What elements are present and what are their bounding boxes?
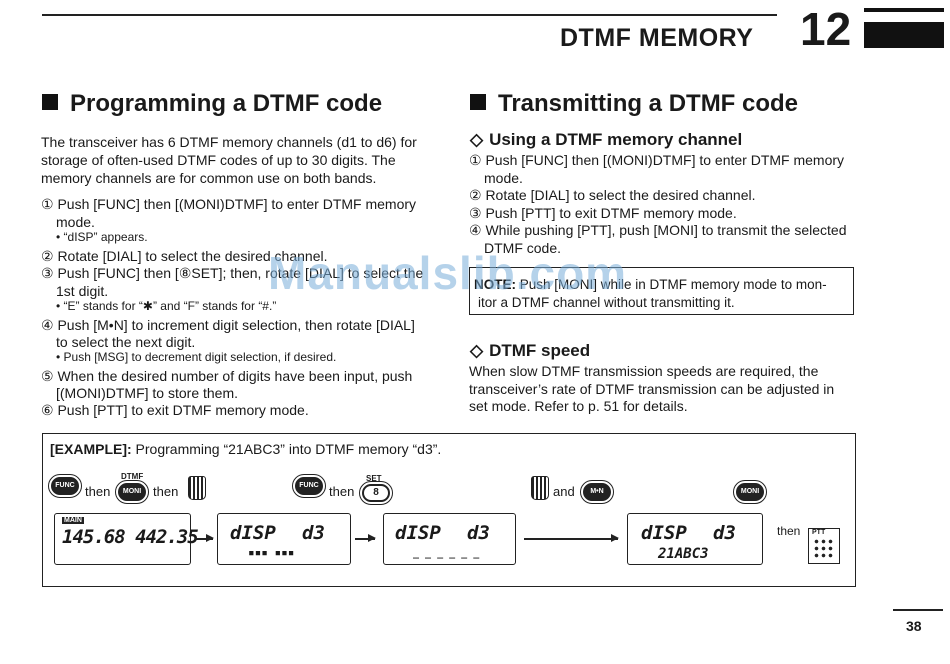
moni-key-icon: MONI [118, 483, 146, 501]
lcd-code-dashes: _ _ _ _ _ _ [413, 548, 480, 559]
then-text: then [85, 484, 111, 499]
then-text: then [329, 484, 355, 499]
dtmf-key-label: DTMF [121, 472, 144, 481]
func-key-icon: FUNC [295, 477, 323, 495]
step-1: ① Push [FUNC] then [(MONI)DTMF] to enter… [41, 196, 417, 212]
ptt-grille [813, 538, 835, 560]
step-1-note: • “dISP” appears. [56, 230, 148, 244]
tx-step-4: ④ While pushing [PTT], push [MONI] to tr… [469, 222, 847, 238]
key-8-ring [359, 481, 393, 505]
page-number: 38 [906, 618, 922, 634]
step-4: ④ Push [M•N] to increment digit selectio… [41, 317, 415, 333]
note-line-2: itor a DTMF channel without transmitting… [478, 295, 735, 310]
tx-step-1: ① Push [FUNC] then [(MONI)DTMF] to enter… [469, 152, 845, 168]
and-text: and [553, 484, 575, 499]
arrow-icon [524, 535, 619, 541]
lcd-disp-text: dISP [641, 522, 687, 544]
func-key-ring [48, 474, 82, 498]
step-2: ② Rotate [DIAL] to select the desired ch… [41, 248, 328, 264]
moni-key-icon: MONI [736, 483, 764, 501]
step-3-note: • “E” stands for “✱” and “F” stands for … [56, 299, 277, 313]
lcd-disp-text: dISP [230, 522, 276, 544]
key-8-icon: 8 [362, 484, 390, 502]
tx-step-3: ③ Push [PTT] to exit DTMF memory mode. [469, 205, 737, 221]
square-bullet-icon [470, 94, 486, 110]
subheading-memory-channel: ◇Using a DTMF memory channel [470, 130, 743, 149]
lcd-disp-text: dISP [395, 522, 441, 544]
subheading-dtmf-speed: ◇DTMF speed [470, 341, 591, 360]
speed-line-1: When slow DTMF transmission speeds are r… [469, 363, 819, 379]
chapter-tab-line [864, 8, 944, 12]
arrow-icon [355, 535, 376, 541]
ptt-key-icon: PTT [808, 528, 840, 564]
step-5: ⑤ When the desired number of digits have… [41, 368, 413, 384]
dial-knob-icon [531, 476, 549, 500]
intro-line-2: storage of often-used DTMF codes of up t… [41, 152, 396, 168]
page-title: DTMF MEMORY [560, 24, 754, 52]
step-3-cont: 1st digit. [56, 283, 109, 299]
step-4-note: • Push [MSG] to decrement digit selectio… [56, 350, 337, 364]
tx-step-1-cont: mode. [484, 170, 523, 186]
intro-line-3: memory channels are for common use on bo… [41, 170, 377, 186]
diamond-bullet-icon: ◇ [470, 130, 484, 149]
lcd-disp-display-1 [217, 513, 351, 565]
step-1-cont: mode. [56, 214, 95, 230]
func-key-icon: FUNC [51, 477, 79, 495]
section-heading-transmitting: Transmitting a DTMF code [470, 90, 798, 118]
footer-rule [893, 609, 943, 611]
chapter-number: 12 [800, 3, 852, 55]
example-box [42, 433, 856, 587]
mn-key-ring [580, 480, 614, 504]
note-label: NOTE: [474, 277, 516, 292]
step-6: ⑥ Push [PTT] to exit DTMF memory mode. [41, 402, 309, 418]
step-5-cont: [(MONI)DTMF] to store them. [56, 385, 239, 401]
note-line-1: NOTE: Push [MONI] while in DTMF memory m… [474, 277, 827, 292]
lcd-disp-display-3 [627, 513, 763, 565]
arrow-icon [195, 535, 214, 541]
moni-key-ring [733, 480, 767, 504]
speed-line-3: set mode. Refer to p. 51 for details. [469, 398, 688, 414]
moni-key-ring [115, 480, 149, 504]
then-text: then [777, 524, 801, 538]
watermark: Manualslib.com [268, 247, 628, 299]
set-key-label: SET [366, 474, 382, 483]
then-text: then [153, 484, 179, 499]
tx-step-4-cont: DTMF code. [484, 240, 562, 256]
step-3: ③ Push [FUNC] then [⑧SET]; then, rotate … [41, 265, 424, 281]
example-caption: [EXAMPLE]: Programming “21ABC3” into DTM… [50, 441, 442, 457]
mn-key-icon: M•N [583, 483, 611, 501]
square-bullet-icon [42, 94, 58, 110]
lcd-code-text: 21ABC3 [658, 546, 709, 562]
tx-step-2: ② Rotate [DIAL] to select the desired ch… [469, 187, 756, 203]
step-4-cont: to select the next digit. [56, 334, 196, 350]
header-rule [42, 14, 777, 16]
lcd-channel-text: d3 [713, 522, 736, 544]
note-box [469, 267, 854, 315]
diamond-bullet-icon: ◇ [470, 341, 484, 360]
dial-knob-icon [188, 476, 206, 500]
intro-line-1: The transceiver has 6 DTMF memory channe… [41, 134, 417, 150]
speed-line-2: transceiver’s rate of DTMF transmission … [469, 381, 835, 397]
lcd-channel-text: d3 [467, 522, 490, 544]
main-band-indicator: MAIN [62, 517, 84, 524]
section-heading-programming: Programming a DTMF code [42, 90, 382, 118]
lcd-channel-text: d3 [302, 522, 325, 544]
lcd-code-blocks: ▪▪▪ ▪▪▪ [248, 546, 295, 559]
chapter-tab [864, 22, 944, 48]
func-key-ring [292, 474, 326, 498]
ptt-key-label: PTT [812, 529, 826, 536]
example-label: [EXAMPLE]: [50, 441, 132, 457]
lcd-disp-display-2 [383, 513, 516, 565]
lcd-frequency-readout: 145.68 442.35 [62, 526, 199, 548]
